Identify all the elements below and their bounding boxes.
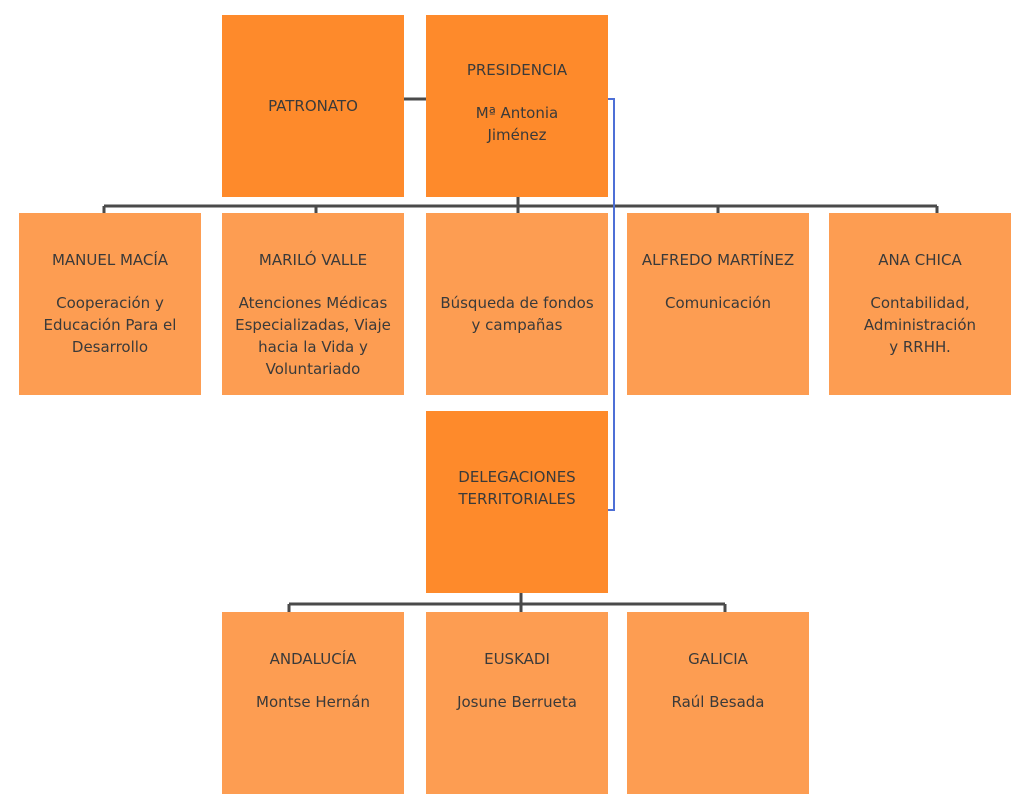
region-delegate: Montse Hernán [256, 693, 370, 711]
presidencia-box: PRESIDENCIA Mª Antonia Jiménez [426, 15, 608, 197]
delegaciones-title: DELEGACIONES TERRITORIALES [458, 468, 576, 508]
region-delegate: Josune Berrueta [457, 693, 577, 711]
presidencia-title: PRESIDENCIA [466, 61, 568, 79]
region-box-euskadi: EUSKADI Josune Berrueta [426, 612, 608, 794]
department-subtitle: Comunicación [665, 294, 771, 312]
department-title: ALFREDO MARTÍNEZ [641, 251, 795, 269]
presidencia-delegaciones-link [607, 98, 615, 511]
patronato-box: PATRONATO [222, 15, 404, 197]
region-title: GALICIA [688, 650, 748, 668]
department-box-alfredo-martinez: ALFREDO MARTÍNEZ Comunicación [627, 213, 809, 395]
region-box-andalucia: ANDALUCÍA Montse Hernán [222, 612, 404, 794]
region-box-galicia: GALICIA Raúl Besada [627, 612, 809, 794]
patronato-title: PATRONATO [268, 97, 358, 115]
department-title: MANUEL MACÍA [51, 251, 169, 269]
department-subtitle: Contabilidad, Administración y RRHH. [863, 294, 977, 356]
department-box-manuel-macia: MANUEL MACÍA Cooperación y Educación Par… [19, 213, 201, 395]
department-box-fundraising: Búsqueda de fondos y campañas [426, 213, 608, 395]
department-subtitle: Atenciones Médicas Especializadas, Viaje… [235, 294, 391, 378]
delegaciones-box: DELEGACIONES TERRITORIALES [426, 411, 608, 593]
department-box-ana-chica: ANA CHICA Contabilidad, Administración y… [829, 213, 1011, 395]
department-title: MARILÓ VALLE [258, 251, 368, 269]
department-box-marilo-valle: MARILÓ VALLE Atenciones Médicas Especial… [222, 213, 404, 395]
region-title: EUSKADI [484, 650, 550, 668]
region-title: ANDALUCÍA [269, 650, 357, 668]
department-subtitle: Cooperación y Educación Para el Desarrol… [43, 294, 177, 356]
region-delegate: Raúl Besada [671, 693, 765, 711]
department-subtitle: Búsqueda de fondos y campañas [440, 294, 594, 334]
presidencia-name: Mª Antonia Jiménez [475, 104, 559, 144]
department-title: ANA CHICA [878, 251, 962, 269]
